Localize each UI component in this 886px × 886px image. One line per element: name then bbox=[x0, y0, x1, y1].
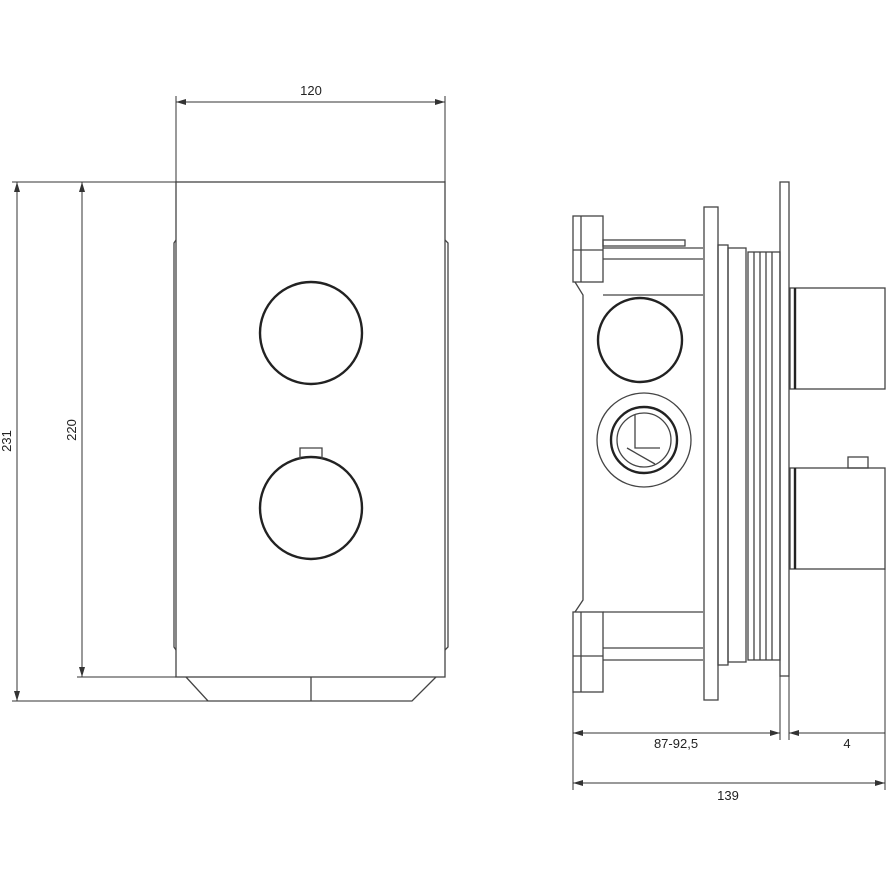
side-dimensions: 87-92,5 4 139 bbox=[572, 569, 886, 803]
inlet-ring bbox=[596, 392, 692, 488]
outlet-hole bbox=[596, 296, 684, 384]
front-view bbox=[173, 181, 449, 702]
right-edge-strip bbox=[444, 239, 449, 651]
wall-plate bbox=[779, 181, 790, 677]
top-rail bbox=[602, 239, 686, 247]
left-edge-strip bbox=[173, 239, 177, 651]
inlet-fitting bbox=[609, 405, 679, 475]
box-body-edge bbox=[574, 281, 584, 613]
top-bracket bbox=[572, 215, 604, 283]
plate-thickness-label: 4 bbox=[843, 736, 850, 751]
box-depth-label: 87-92,5 bbox=[654, 736, 698, 751]
side-view bbox=[572, 181, 886, 701]
bottom-bevel bbox=[185, 676, 437, 702]
front-plate bbox=[175, 181, 446, 678]
mounting-flange bbox=[703, 206, 719, 701]
knob-tab bbox=[299, 447, 323, 459]
top-knob bbox=[258, 280, 364, 386]
thread bbox=[747, 251, 781, 661]
top-knob-side bbox=[789, 287, 886, 390]
ring-2 bbox=[727, 247, 747, 663]
bottom-knob-side bbox=[789, 467, 886, 570]
bottom-bracket bbox=[572, 611, 604, 693]
width-label: 120 bbox=[300, 83, 322, 98]
total-height-label: 231 bbox=[0, 430, 14, 452]
plate-height-label: 220 bbox=[64, 419, 79, 441]
bottom-knob bbox=[258, 455, 364, 561]
inlet-insert bbox=[626, 415, 660, 465]
knob-tab-side bbox=[847, 456, 869, 469]
total-depth-label: 139 bbox=[717, 788, 739, 803]
front-dimensions: 120 231 220 bbox=[0, 83, 446, 702]
ring-1 bbox=[717, 244, 729, 666]
